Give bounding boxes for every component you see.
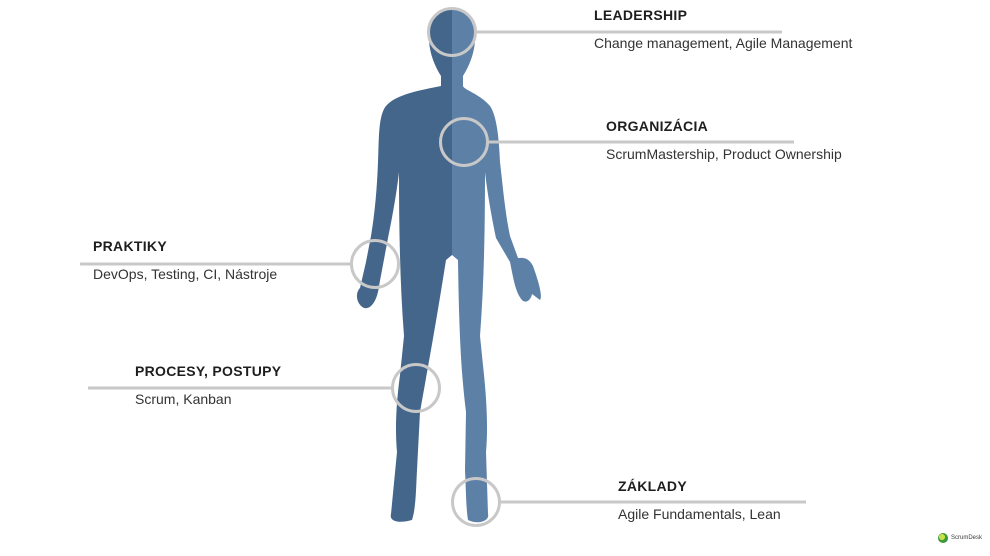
organizacia-title: ORGANIZÁCIA xyxy=(606,118,709,134)
zaklady-items: Agile Fundamentals, Lean xyxy=(618,506,781,522)
praktiky-items: DevOps, Testing, CI, Nástroje xyxy=(93,266,278,282)
human-silhouette xyxy=(356,8,541,523)
leadership-title: LEADERSHIP xyxy=(594,7,688,23)
zaklady-label: ZÁKLADY Agile Fundamentals, Lean xyxy=(618,478,781,522)
procesy-title: PROCESY, POSTUPY xyxy=(135,363,282,379)
procesy-items: Scrum, Kanban xyxy=(135,391,232,407)
praktiky-label: PRAKTIKY DevOps, Testing, CI, Nástroje xyxy=(93,238,277,282)
logo-text: ScrumDesk xyxy=(951,535,983,541)
procesy-label: PROCESY, POSTUPY Scrum, Kanban xyxy=(135,363,281,407)
logo-icon xyxy=(938,533,948,543)
organizacia-label: ORGANIZÁCIA ScrumMastership, Product Owne… xyxy=(606,118,842,162)
zaklady-highlight-circle xyxy=(451,477,501,527)
organizacia-highlight-circle xyxy=(439,117,489,167)
zaklady-title: ZÁKLADY xyxy=(618,478,687,494)
leadership-label: LEADERSHIP Change management, Agile Manag… xyxy=(594,7,852,51)
praktiky-title: PRAKTIKY xyxy=(93,238,167,254)
scrumdesk-logo: ScrumDesk xyxy=(938,533,982,543)
leadership-highlight-circle xyxy=(427,7,477,57)
organizacia-items: ScrumMastership, Product Ownership xyxy=(606,146,842,162)
procesy-highlight-circle xyxy=(391,363,441,413)
leadership-items: Change management, Agile Management xyxy=(594,35,853,51)
praktiky-highlight-circle xyxy=(350,239,400,289)
